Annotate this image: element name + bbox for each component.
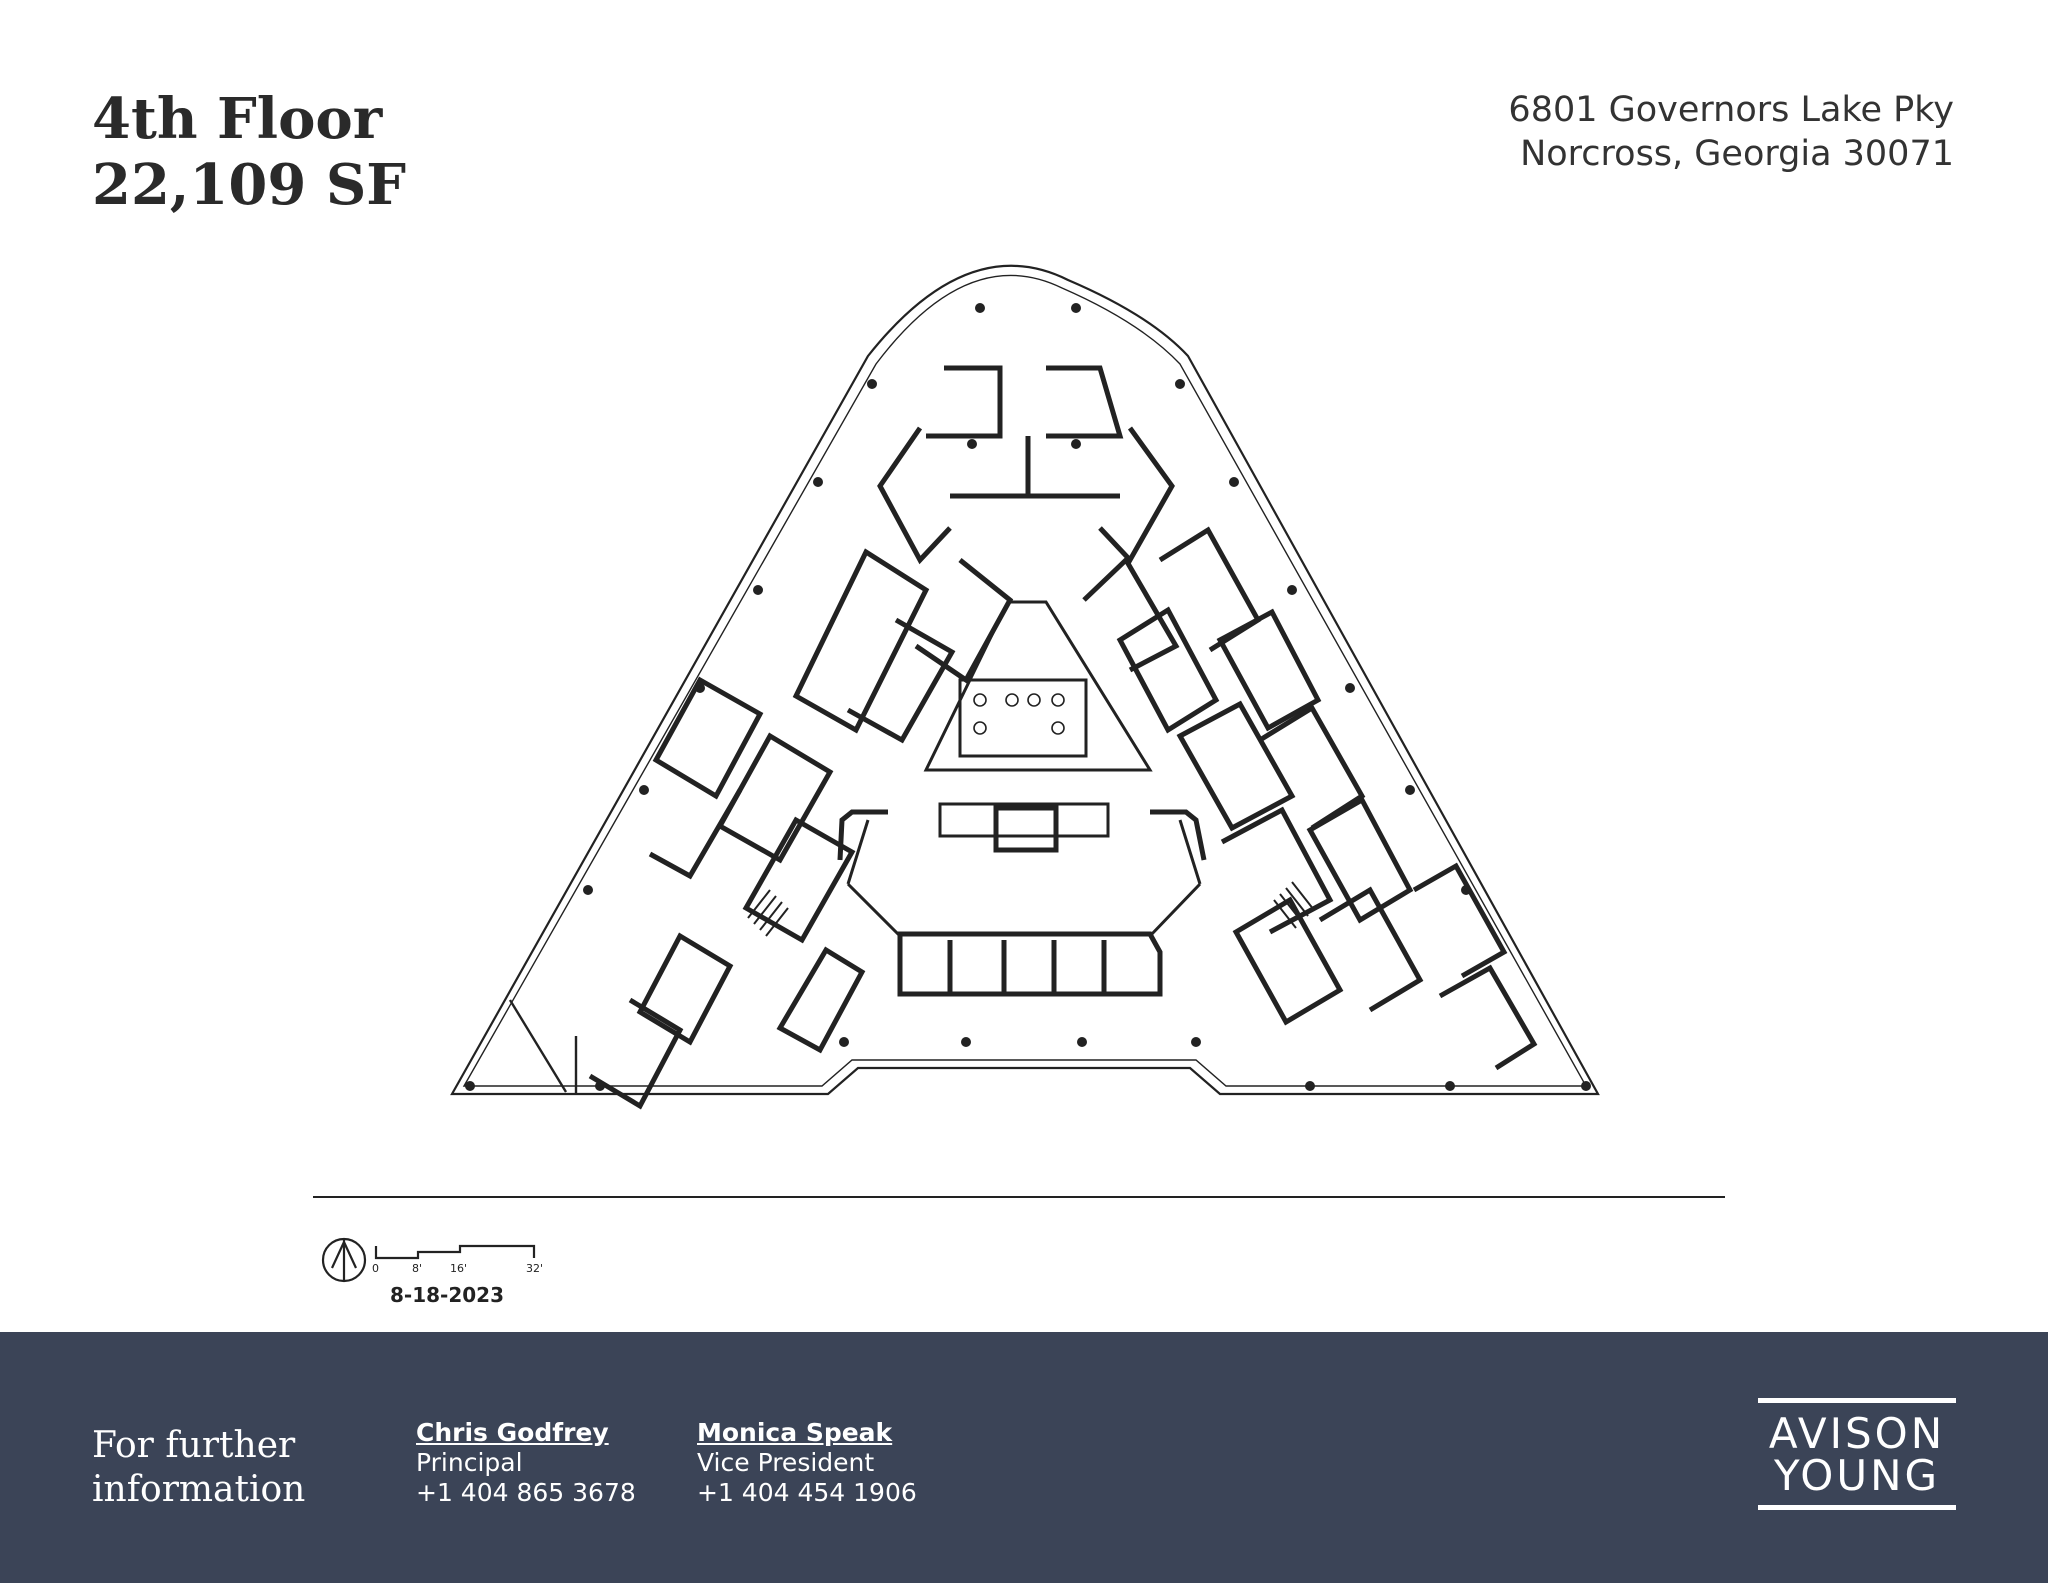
restrooms: [973, 693, 1065, 735]
scale-tick-0: 0: [372, 1262, 379, 1275]
scale-tick-16: 16': [450, 1262, 467, 1275]
avison-young-logo: AVISON YOUNG: [1758, 1398, 1956, 1510]
further-info-heading: For further information: [92, 1425, 306, 1510]
scale-tick-32: 32': [526, 1262, 543, 1275]
address-line-1: 6801 Governors Lake Pky: [1508, 90, 1954, 130]
building-address: 6801 Governors Lake Pky Norcross, Georgi…: [1508, 88, 1954, 176]
scale-bar: 0 8' 16' 32' 8-18-2023: [321, 1237, 543, 1307]
building-outline-inner: [462, 274, 1588, 1087]
address-line-2: Norcross, Georgia 30071: [1520, 134, 1954, 174]
stairs: [747, 881, 1315, 937]
scale-tick-8: 8': [412, 1262, 422, 1275]
contact-name-link[interactable]: Chris Godfrey: [416, 1418, 609, 1447]
contact-title: Vice President: [697, 1448, 875, 1477]
floor-title: 4th Floor 22,109 SF: [92, 86, 406, 218]
contact-card-1: Chris Godfrey Principal +1 404 865 3678: [416, 1418, 636, 1508]
divider-line: [313, 1196, 1725, 1198]
contact-phone: +1 404 454 1906: [697, 1478, 917, 1507]
floor-area: 22,109 SF: [92, 152, 407, 218]
plan-date: 8-18-2023: [390, 1283, 504, 1307]
contact-name-link[interactable]: Monica Speak: [697, 1418, 893, 1447]
floor-plan: [450, 264, 1600, 1110]
contact-title: Principal: [416, 1448, 523, 1477]
floor-name: 4th Floor: [92, 86, 383, 152]
contact-card-2: Monica Speak Vice President +1 404 454 1…: [697, 1418, 917, 1508]
building-outline: [450, 264, 1600, 1096]
contact-phone: +1 404 865 3678: [416, 1478, 636, 1507]
contact-footer: For further information Chris Godfrey Pr…: [0, 1332, 2048, 1583]
